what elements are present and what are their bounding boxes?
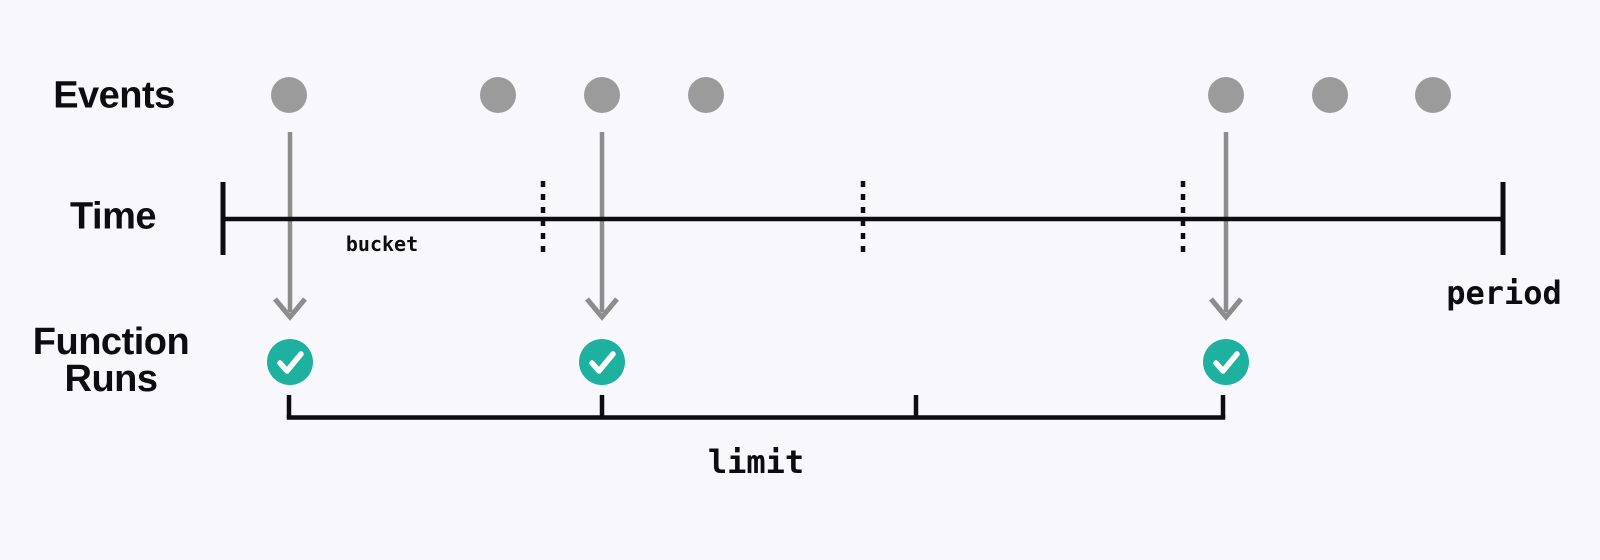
event-arrow-head [1209,297,1243,321]
check-icon [1213,351,1240,374]
event-dot [271,77,307,113]
check-icon [277,351,304,374]
event-dot [688,77,724,113]
events-row-label: Events [53,74,175,117]
event-dot [1415,77,1451,113]
function-run-circle [267,339,313,385]
event-dot [584,77,620,113]
event-dot [480,77,516,113]
function-run-circle [1203,339,1249,385]
event-arrow-head [273,297,307,321]
period-label: period [1446,274,1562,312]
function-runs-label-line2: Runs [64,358,159,400]
event-arrow-head [585,297,619,321]
function-runs-row-label: Function Runs [32,321,190,400]
limit-label: limit [707,443,805,481]
check-icon [589,351,616,374]
function-runs-label-line1: Function [32,321,190,363]
event-dot [1312,77,1348,113]
event-dot [1208,77,1244,113]
function-run-circle [579,339,625,385]
bucket-label: bucket [345,232,419,256]
time-row-label: Time [69,195,157,238]
